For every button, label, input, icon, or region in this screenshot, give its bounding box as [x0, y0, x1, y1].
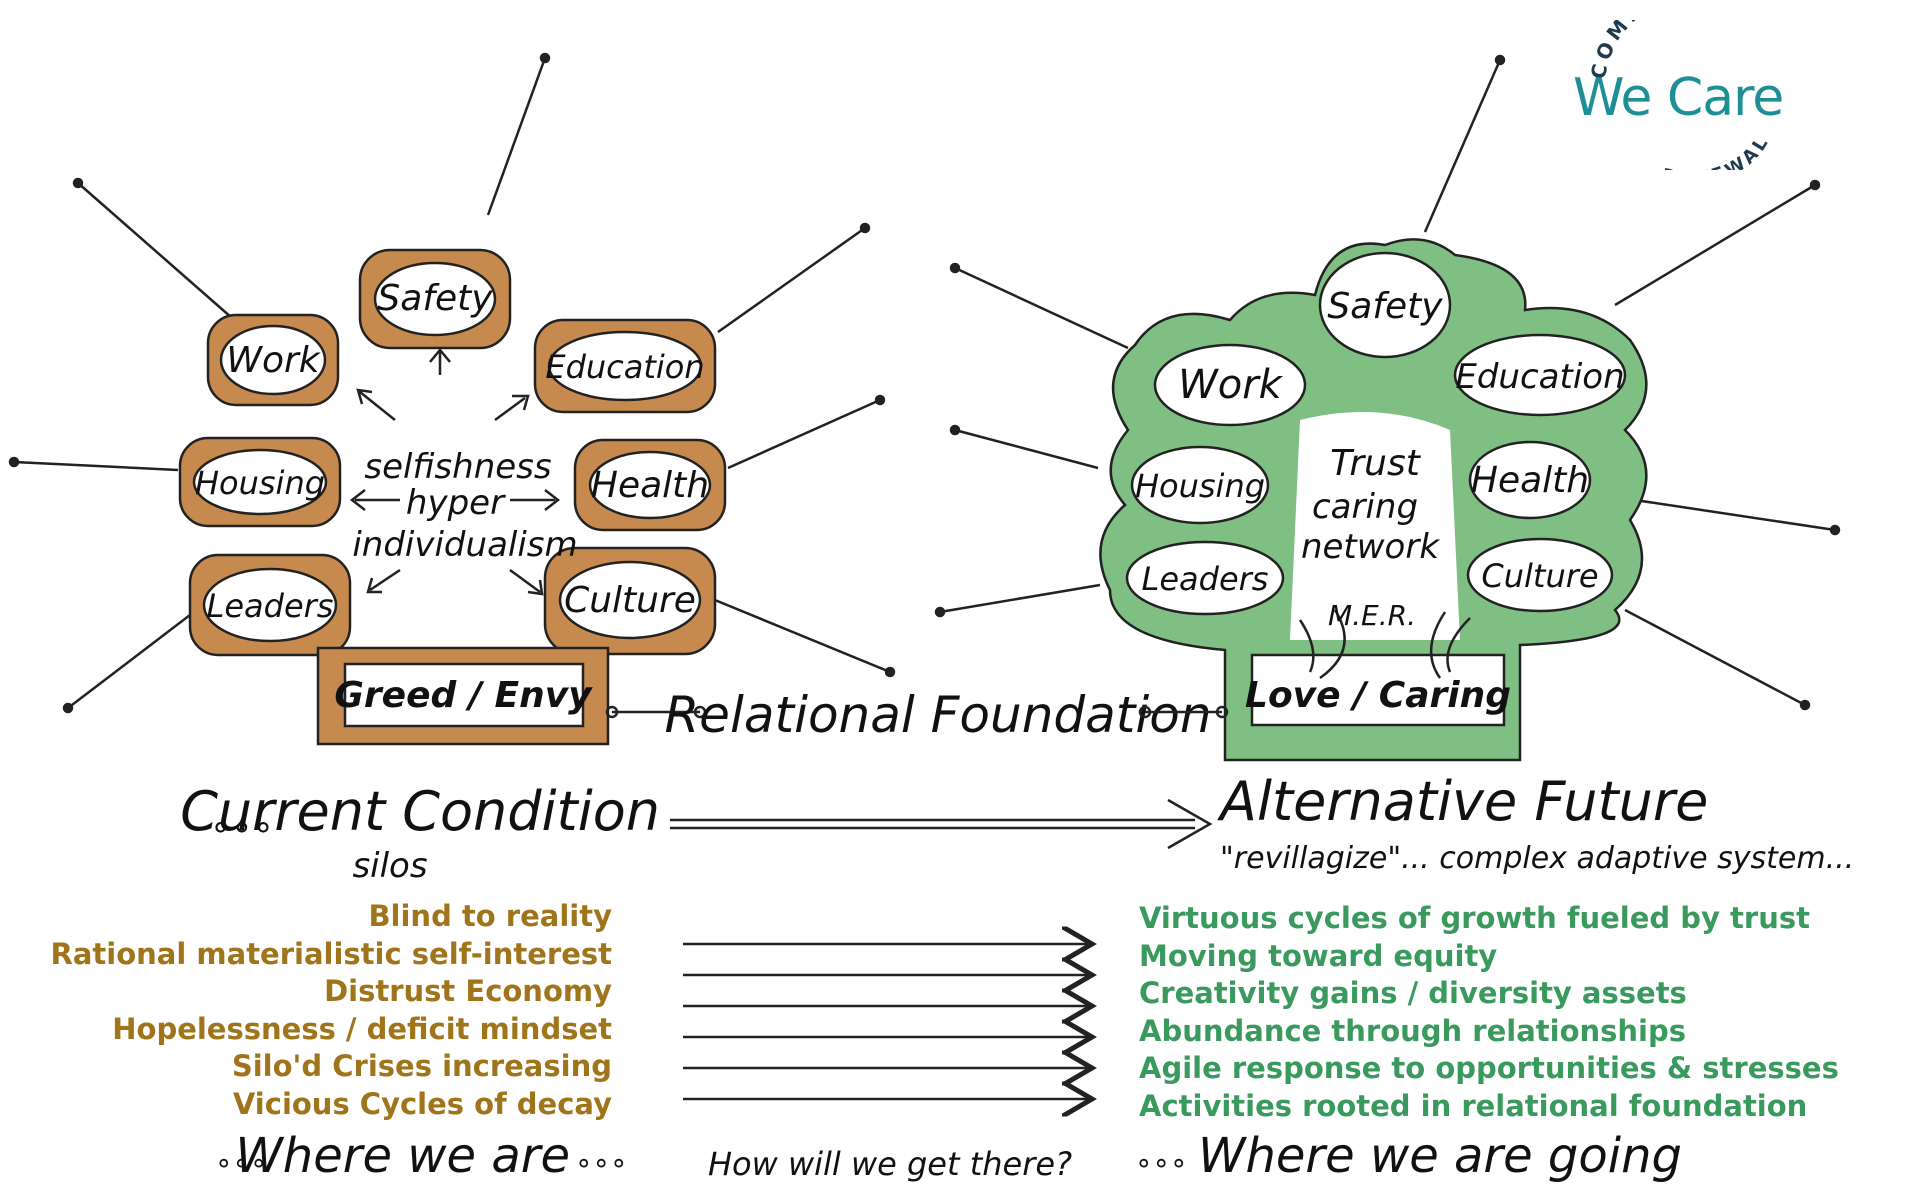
right-box-education: Education — [1455, 357, 1624, 397]
left-center-line-3: individualism — [352, 525, 577, 565]
footer-left-prefix: ∘∘∘ — [215, 1146, 268, 1179]
connector-label: Relational Foundation — [664, 686, 1211, 744]
footer-right: Where we are going — [1198, 1128, 1682, 1184]
right-center-line-3: network — [1301, 527, 1440, 567]
footer-left-suffix: ∘∘∘ — [575, 1146, 628, 1179]
right-subheading: "revillagize"... complex adaptive system… — [1220, 841, 1854, 876]
svg-text:RENEWAL: RENEWAL — [1660, 131, 1774, 170]
right-center-line-2: caring — [1312, 487, 1418, 527]
right-box-housing: Housing — [1135, 467, 1265, 505]
list-arrows — [683, 944, 1092, 1099]
right-box-safety: Safety — [1327, 286, 1443, 327]
list-item: Blind to reality — [368, 899, 612, 933]
footer-right-prefix: ∘∘∘ — [1135, 1146, 1188, 1179]
right-box-work: Work — [1178, 362, 1283, 408]
list-item: Hopelessness / deficit mindset — [112, 1011, 612, 1046]
left-heading-prefix: ∘∘∘ — [210, 807, 274, 847]
left-box-work: Work — [226, 340, 321, 381]
list-item: Distrust Economy — [324, 974, 612, 1008]
flow-arrow — [670, 798, 1213, 850]
left-box-housing: Housing — [195, 464, 325, 502]
list-item: Vicious Cycles of decay — [232, 1086, 612, 1121]
right-box-culture: Culture — [1481, 557, 1598, 595]
right-heading: Alternative Future — [1217, 770, 1708, 833]
list-item: Creativity gains / diversity assets — [1139, 976, 1687, 1010]
list-item: Rational materialistic self-interest — [50, 936, 612, 971]
right-center-line-1: Trust — [1330, 443, 1422, 484]
alternative-future-list: Virtuous cycles of growth fueled by trus… — [1139, 900, 1839, 1125]
right-center-line-4: M.E.R. — [1328, 599, 1416, 632]
left-subheading: silos — [352, 846, 427, 886]
right-box-health: Health — [1471, 460, 1589, 501]
logo-main-text: We Care — [1573, 68, 1784, 128]
left-box-leaders: Leaders — [207, 587, 334, 625]
left-box-safety: Safety — [377, 278, 493, 319]
we-care-logo: COMMUNITY RENEWAL We Care — [1565, 20, 1815, 170]
left-box-education: Education — [545, 348, 704, 386]
list-item: Virtuous cycles of growth fueled by trus… — [1139, 901, 1810, 935]
footer-middle: How will we get there? — [708, 1145, 1072, 1183]
left-box-health: Health — [591, 465, 709, 506]
list-item: Moving toward equity — [1139, 938, 1498, 973]
left-center-line-2: hyper — [406, 483, 506, 523]
left-diagram — [8, 52, 896, 746]
logo-bottom-text: RENEWAL — [1660, 131, 1770, 170]
right-foundation-label: Love / Caring — [1245, 675, 1511, 716]
left-foundation-label: Greed / Envy — [334, 675, 593, 716]
current-condition-list: Blind to reality Rational materialistic … — [51, 898, 612, 1123]
left-box-culture: Culture — [564, 580, 696, 621]
left-heading: Current Condition — [180, 780, 660, 843]
list-item: Agile response to opportunities & stress… — [1139, 1051, 1839, 1085]
logo-arc-svg: COMMUNITY RENEWAL — [1586, 20, 1774, 170]
list-item: Abundance through relationships — [1139, 1013, 1687, 1048]
footer-left: Where we are — [235, 1128, 570, 1184]
right-box-leaders: Leaders — [1142, 560, 1269, 598]
left-center-line-1: selfishness — [364, 447, 551, 487]
list-item: Silo'd Crises increasing — [231, 1049, 612, 1083]
list-item: Activities rooted in relational foundati… — [1139, 1088, 1808, 1123]
right-diagram — [934, 54, 1841, 762]
